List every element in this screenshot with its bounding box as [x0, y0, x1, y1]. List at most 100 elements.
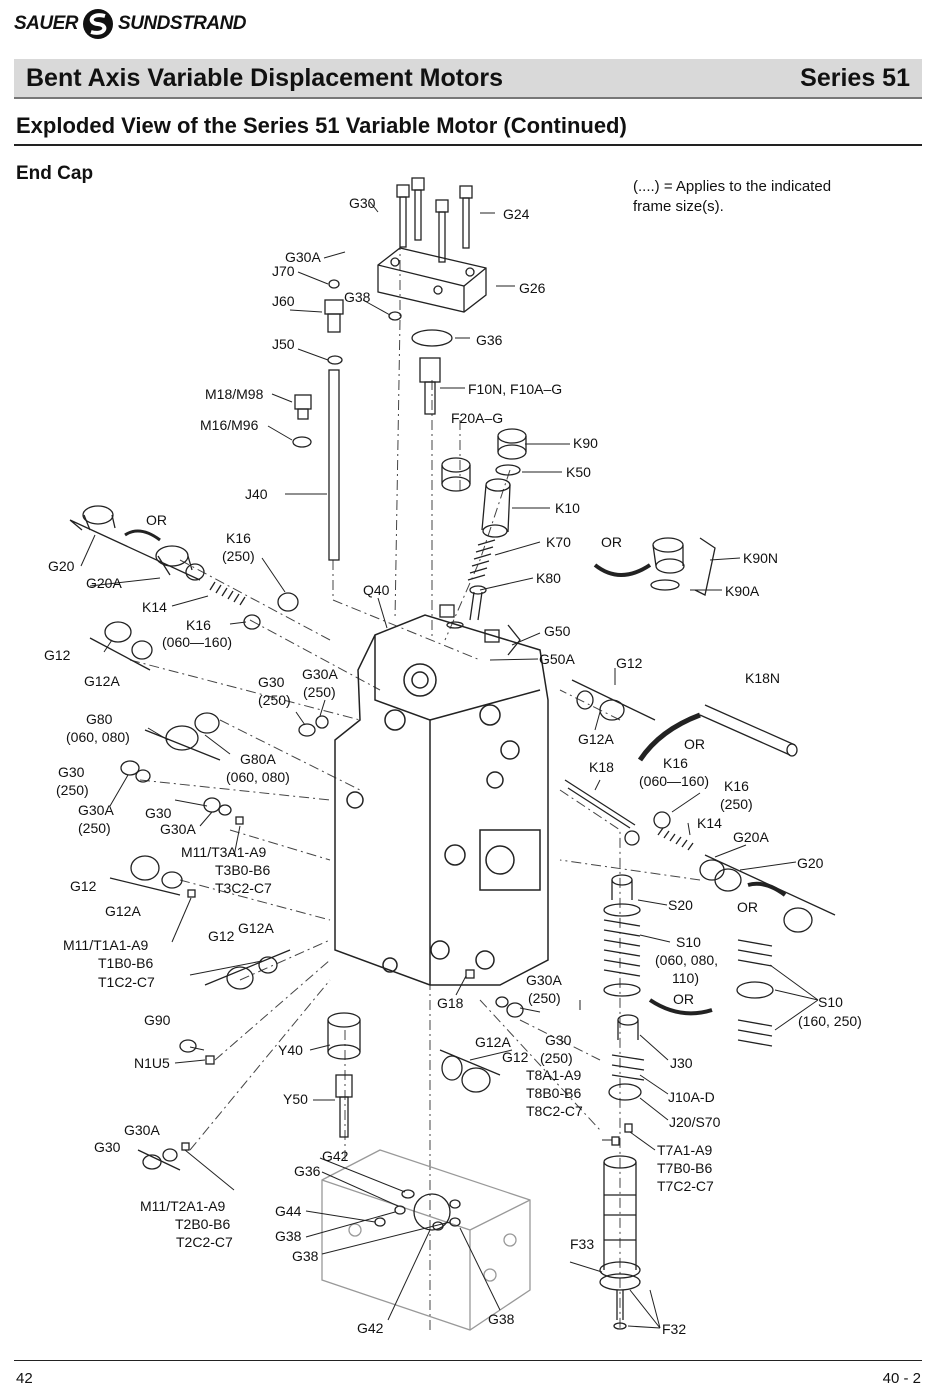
label-g12-d: G12 [502, 1049, 529, 1065]
label-t8-1: T8A1-A9 [526, 1067, 581, 1083]
label-g38-bot: G38 [488, 1311, 515, 1327]
n1u5-plug [205, 1055, 215, 1065]
leader-lines [80, 201, 819, 1329]
label-or-2: OR [601, 534, 622, 550]
label-g30a-250-1: G30A [302, 666, 338, 682]
label-g30a-d-2: (250) [528, 990, 561, 1006]
g20a-oring-left [185, 563, 205, 581]
label-f20a: F20A–G [451, 410, 503, 426]
label-g20a-left: G20A [86, 575, 122, 591]
label-g38-a: G38 [275, 1228, 302, 1244]
label-g30a-250-2: (250) [303, 684, 336, 700]
label-g42-top: G42 [322, 1148, 349, 1164]
label-g80a-2: (060, 080) [226, 769, 290, 785]
label-m18: M18/M98 [205, 386, 264, 402]
page-number-right: 40 - 2 [882, 1370, 921, 1387]
label-g30-250-1: G30 [258, 674, 285, 690]
label-g12a-right: G12A [578, 731, 614, 747]
s10-spring-stack-right [736, 939, 774, 1047]
label-m11-t2-3: T2C2-C7 [176, 1234, 233, 1250]
label-k90n: K90N [743, 550, 778, 566]
m11-t1-plug [187, 889, 196, 898]
label-k16-250-l1: K16 [226, 530, 251, 546]
k70-spring [467, 539, 496, 581]
label-y40: Y40 [278, 1042, 303, 1058]
label-k16-r2-2: (250) [720, 796, 753, 812]
label-g44: G44 [275, 1203, 302, 1219]
label-y50: Y50 [283, 1091, 308, 1107]
k80-pin [469, 585, 487, 621]
label-t7-3: T7C2-C7 [657, 1178, 714, 1194]
manifold-block [321, 1149, 531, 1331]
j10a-spring [611, 1054, 645, 1081]
label-q40: Q40 [363, 582, 390, 598]
label-g18: G18 [437, 995, 464, 1011]
label-g30-top: G30 [349, 195, 376, 211]
label-g20-right: G20 [797, 855, 824, 871]
or-arrow-g20-right [747, 881, 787, 897]
label-g12-right: G12 [616, 655, 643, 671]
label-k70: K70 [546, 534, 571, 550]
label-s10-1: S10 [676, 934, 701, 950]
header-bar: Bent Axis Variable Displacement Motors S… [14, 59, 922, 99]
label-k16-060-l2: (060—160) [162, 634, 232, 650]
label-g30-mid-1: G30 [58, 764, 85, 780]
label-f33: F33 [570, 1236, 594, 1252]
part-labels: G30 G24 G30A J70 G26 J60 G38 G36 J50 F10… [44, 195, 862, 1337]
label-g30a-top: G30A [285, 249, 321, 265]
g36-oring-top [411, 329, 453, 347]
end-cap-body [334, 614, 549, 986]
label-t7-1: T7A1-A9 [657, 1142, 712, 1158]
m18-plug [294, 394, 312, 420]
g12-plug-lower-left [204, 949, 291, 990]
label-g12a-left: G12A [84, 673, 120, 689]
label-f10n: F10N, F10A–G [468, 381, 562, 397]
g12-plug-right [571, 679, 656, 721]
label-g36-bot: G36 [294, 1163, 321, 1179]
k14-spring-right [657, 827, 694, 851]
label-m11-t3-3: T3C2-C7 [215, 880, 272, 896]
section-title: End Cap [16, 163, 94, 184]
t8-plug [611, 1136, 620, 1146]
or-arrow-left [124, 529, 161, 542]
k16-250-left [277, 592, 299, 612]
j70-plug [328, 279, 340, 289]
g20-bracket-left [69, 519, 201, 581]
label-g12a-l3: G12A [238, 920, 274, 936]
label-g30a-e: G30A [124, 1122, 160, 1138]
label-g12-l2: G12 [70, 878, 97, 894]
y40-sleeve [327, 1012, 361, 1060]
label-g38-b: G38 [292, 1248, 319, 1264]
label-g50a: G50A [539, 651, 575, 667]
label-k90: K90 [573, 435, 598, 451]
assembly-centerlines [129, 240, 701, 1330]
page-number-left: 42 [16, 1370, 33, 1387]
f20a-cylinder [441, 457, 471, 492]
k14-spring-left [209, 581, 246, 606]
g12-plug-left [89, 621, 153, 671]
s10-spring-stack [603, 903, 641, 997]
label-g80a-1: G80A [240, 751, 276, 767]
label-s10r-2: (160, 250) [798, 1013, 862, 1029]
label-s20: S20 [668, 897, 693, 913]
label-m11-t1-2: T1B0-B6 [98, 955, 153, 971]
g80-plug [144, 712, 221, 761]
m11-t3-plug [235, 816, 244, 825]
s20-spring-seat [611, 874, 633, 900]
label-k16-r-2: (060—160) [639, 773, 709, 789]
label-g30-250-2: (250) [258, 692, 291, 708]
g18-plug [465, 969, 475, 979]
label-j20: J20/S70 [669, 1114, 721, 1130]
g20-plug-left [82, 505, 116, 531]
label-t8-2: T8B0-B6 [526, 1085, 581, 1101]
or-arrow-k90n [593, 563, 652, 577]
label-m11-t1-3: T1C2-C7 [98, 974, 155, 990]
label-g42-bot: G42 [357, 1320, 384, 1336]
label-m11-t1-1: M11/T1A1-A9 [63, 937, 149, 953]
label-g20-left: G20 [48, 558, 75, 574]
g20a-plug-left [155, 545, 193, 576]
label-g12a-l2: G12A [105, 903, 141, 919]
page-title: Exploded View of the Series 51 Variable … [16, 113, 627, 138]
k18n-rod [699, 704, 798, 757]
label-k80: K80 [536, 570, 561, 586]
